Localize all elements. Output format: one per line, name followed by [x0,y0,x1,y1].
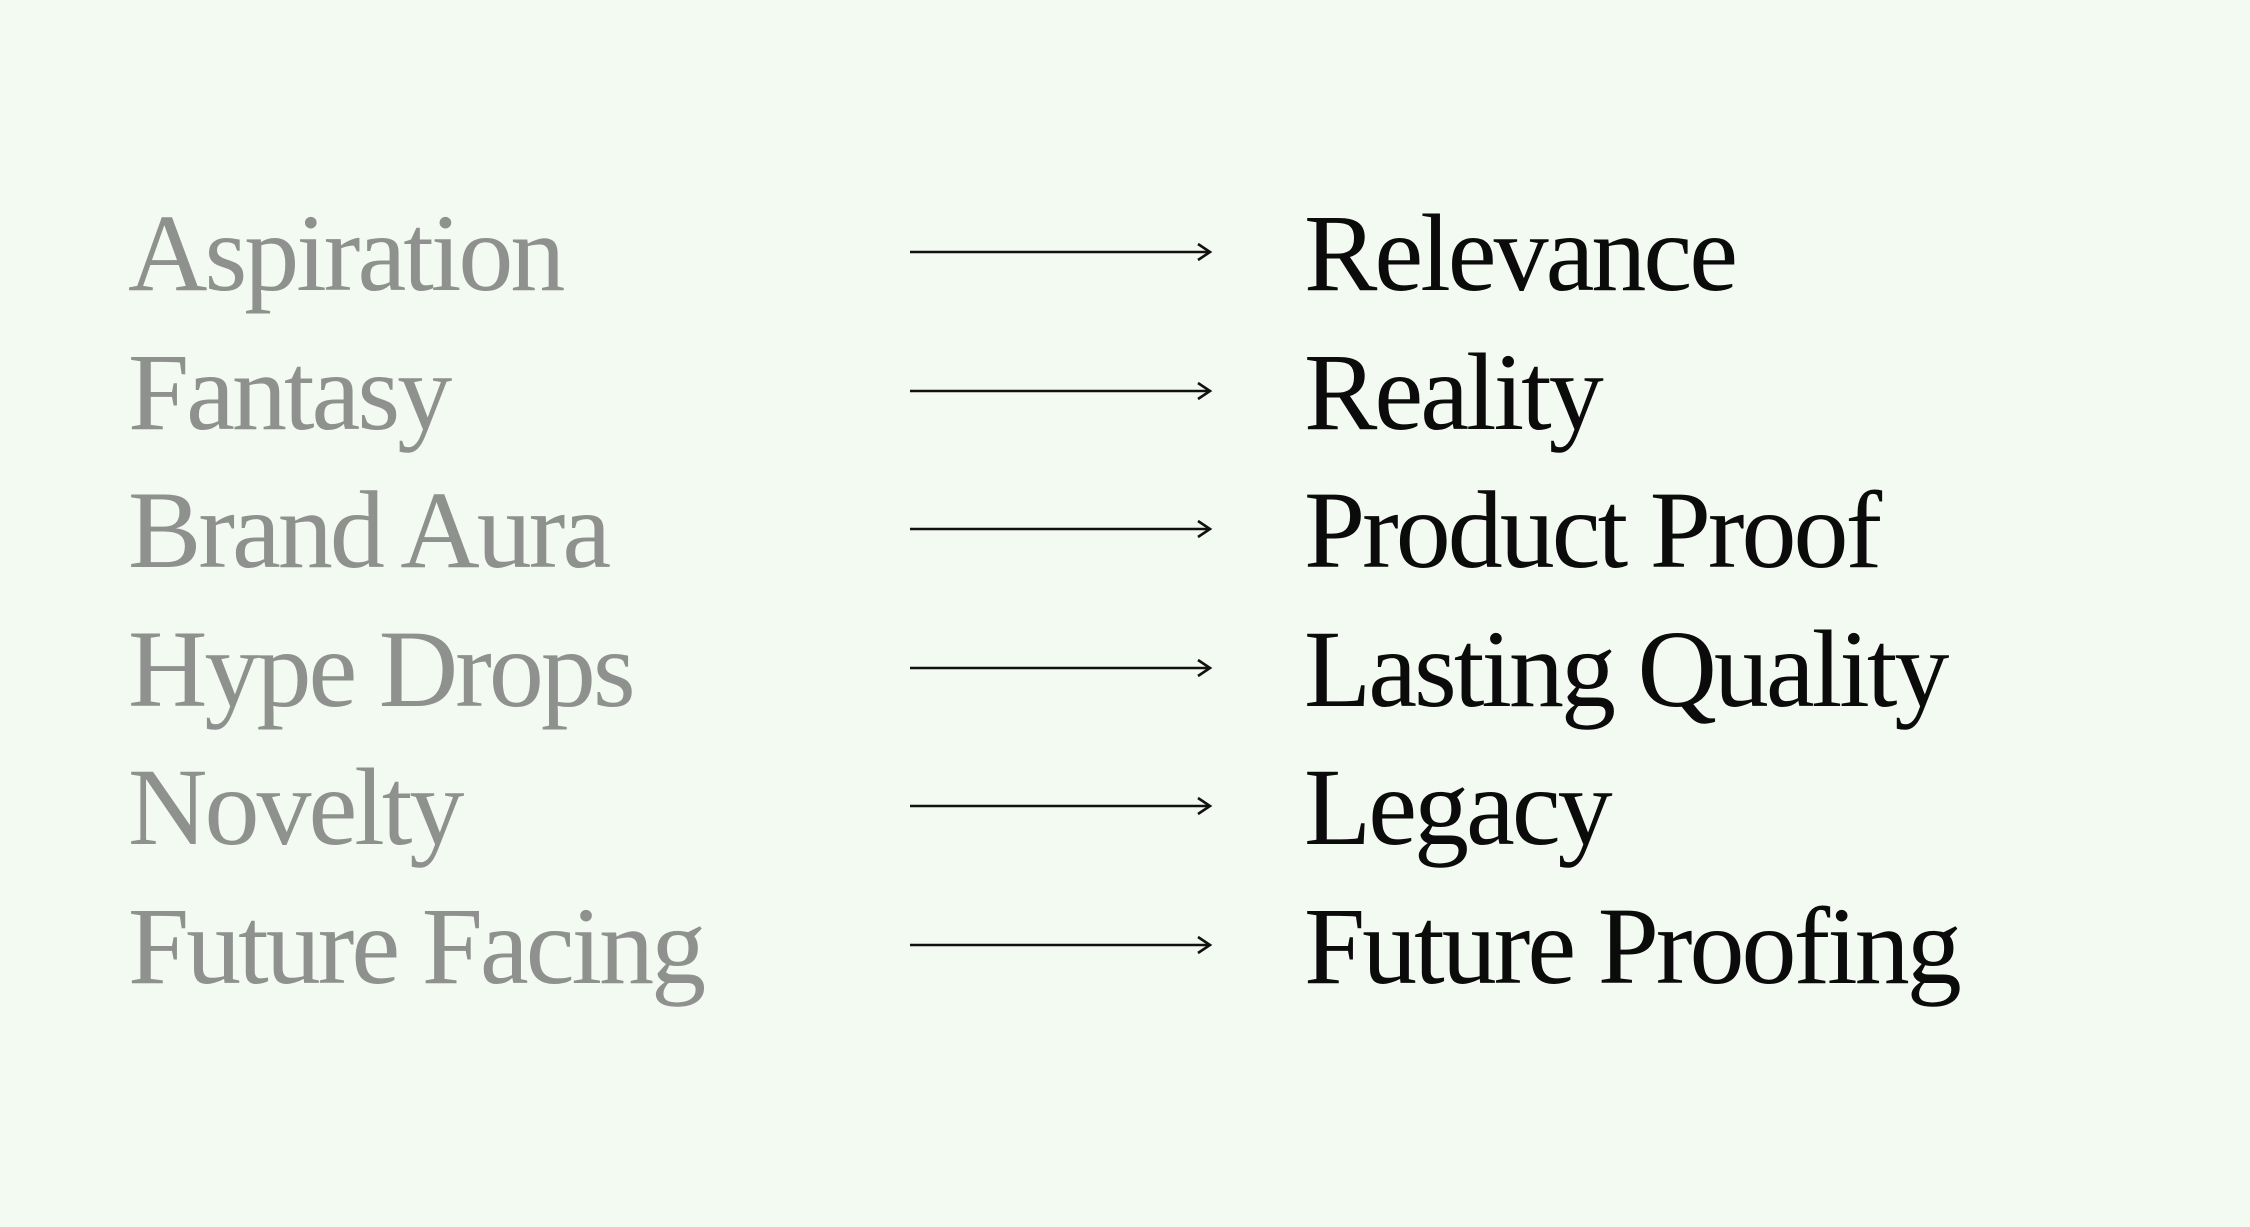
comparison-row: Aspiration Relevance [0,184,2250,322]
from-term: Aspiration [128,192,565,314]
to-term: Product Proof [1304,469,1882,591]
from-term: Novelty [128,746,464,868]
right-arrow-icon [910,796,1213,816]
to-term: Relevance [1304,192,1738,314]
from-term: Hype Drops [128,608,636,730]
comparison-row: Brand Aura Product Proof [0,461,2250,599]
from-term: Brand Aura [128,469,611,591]
to-term: Reality [1304,331,1604,453]
from-term: Future Facing [128,885,706,1007]
right-arrow-icon [910,519,1213,539]
from-term: Fantasy [128,331,452,453]
comparison-row: Hype Drops Lasting Quality [0,600,2250,738]
right-arrow-icon [910,658,1213,678]
comparison-row: Fantasy Reality [0,323,2250,461]
right-arrow-icon [910,242,1213,262]
to-term: Future Proofing [1304,885,1962,1007]
right-arrow-icon [910,935,1213,955]
right-arrow-icon [910,381,1213,401]
comparison-row: Future Facing Future Proofing [0,877,2250,1015]
to-term: Legacy [1304,746,1613,868]
to-term: Lasting Quality [1304,608,1949,730]
comparison-row: Novelty Legacy [0,738,2250,876]
